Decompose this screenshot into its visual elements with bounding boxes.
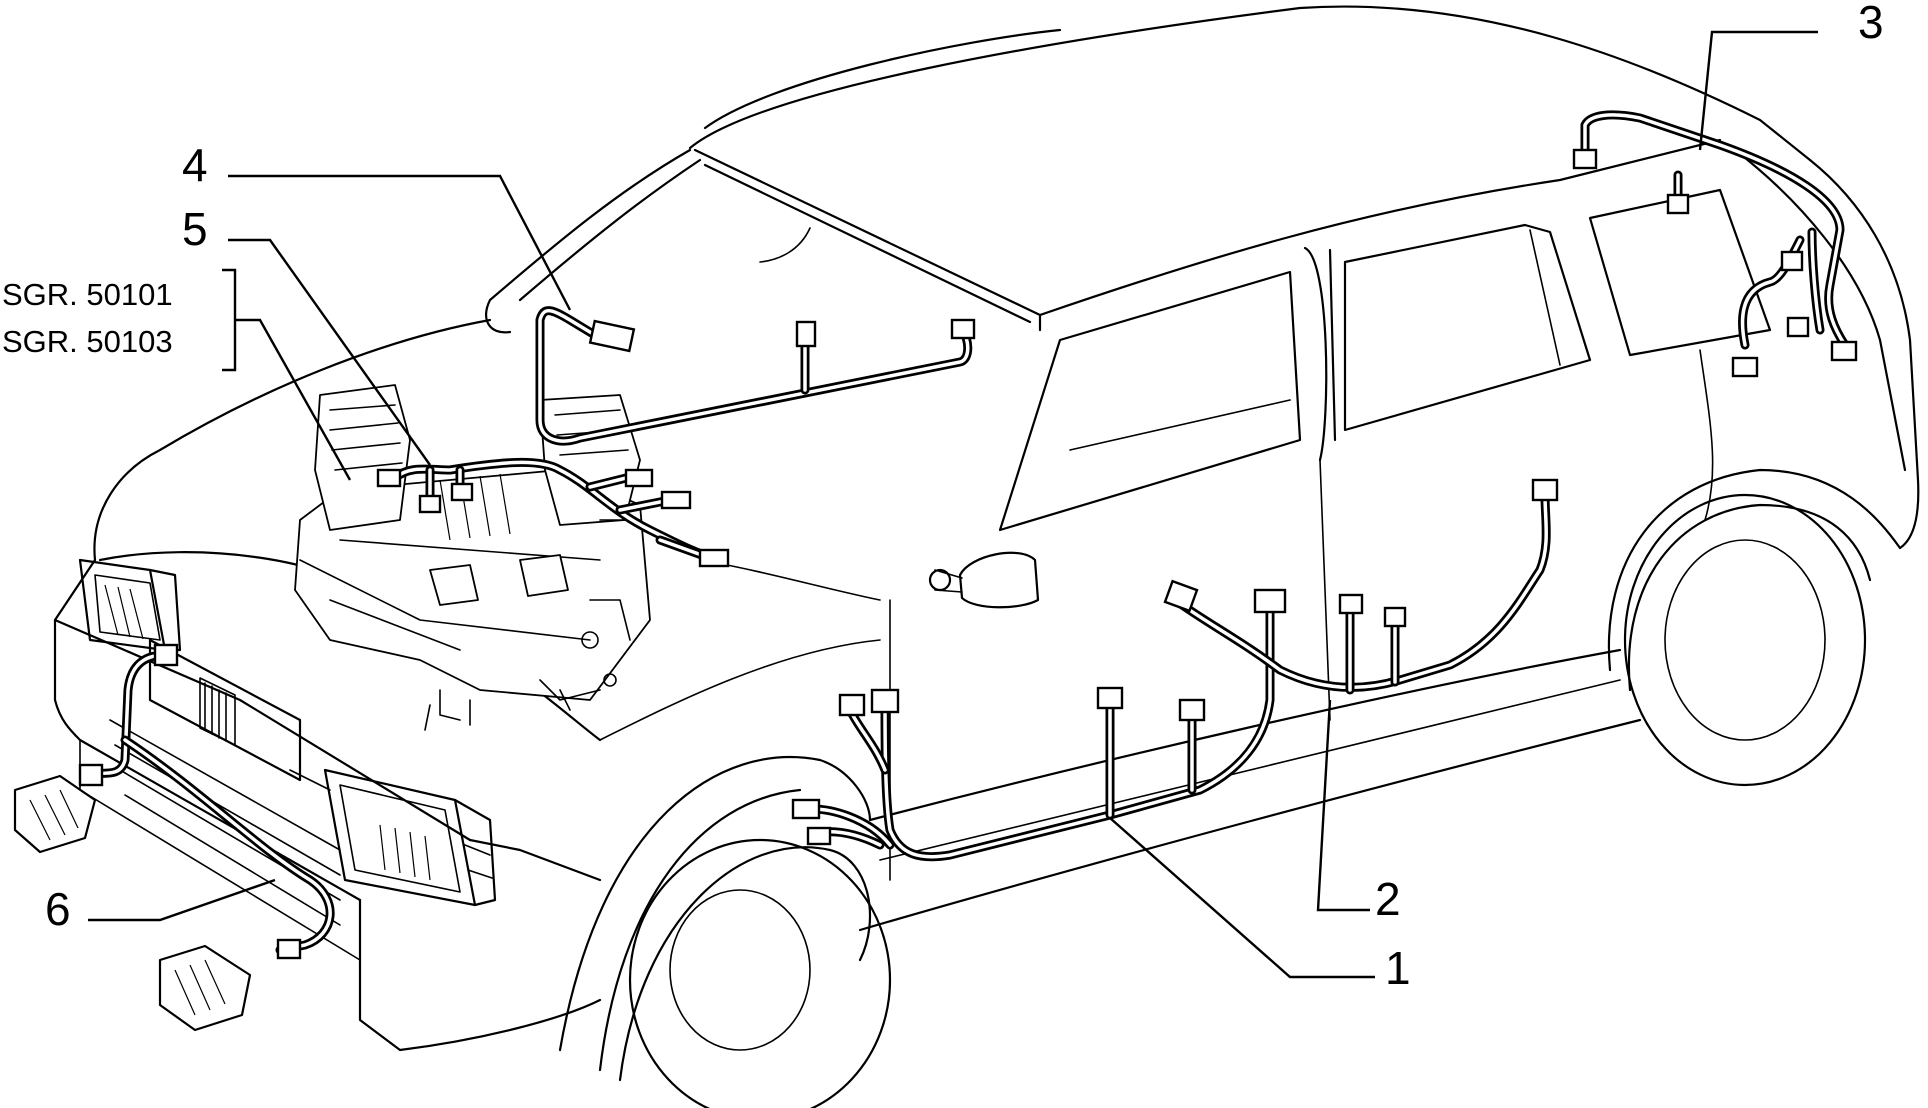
harness-3-rear-hatch bbox=[1572, 110, 1858, 378]
callout-2: 2 bbox=[1375, 873, 1401, 925]
right-fog-module bbox=[158, 944, 252, 1032]
callout-3: 3 bbox=[1858, 0, 1884, 48]
car-body-outline bbox=[53, 5, 1920, 1108]
callout-1: 1 bbox=[1385, 942, 1411, 994]
harness-1-front-side bbox=[791, 588, 1287, 862]
callout-5: 5 bbox=[182, 203, 208, 255]
harness-5-engine bbox=[376, 457, 730, 568]
harness-2-rear-side bbox=[1163, 478, 1559, 695]
reference-sgr-50101: SGR. 50101 bbox=[2, 277, 173, 312]
harness-4-dashboard bbox=[535, 306, 976, 446]
leader-lines bbox=[88, 30, 1818, 979]
reference-sgr-50103: SGR. 50103 bbox=[2, 324, 173, 359]
callout-4: 4 bbox=[182, 139, 208, 191]
hvac-unit bbox=[294, 384, 651, 731]
left-fog-module bbox=[13, 774, 97, 854]
harness-6-bumper bbox=[78, 643, 335, 960]
right-headlamp bbox=[323, 768, 497, 907]
callout-6: 6 bbox=[45, 883, 71, 935]
